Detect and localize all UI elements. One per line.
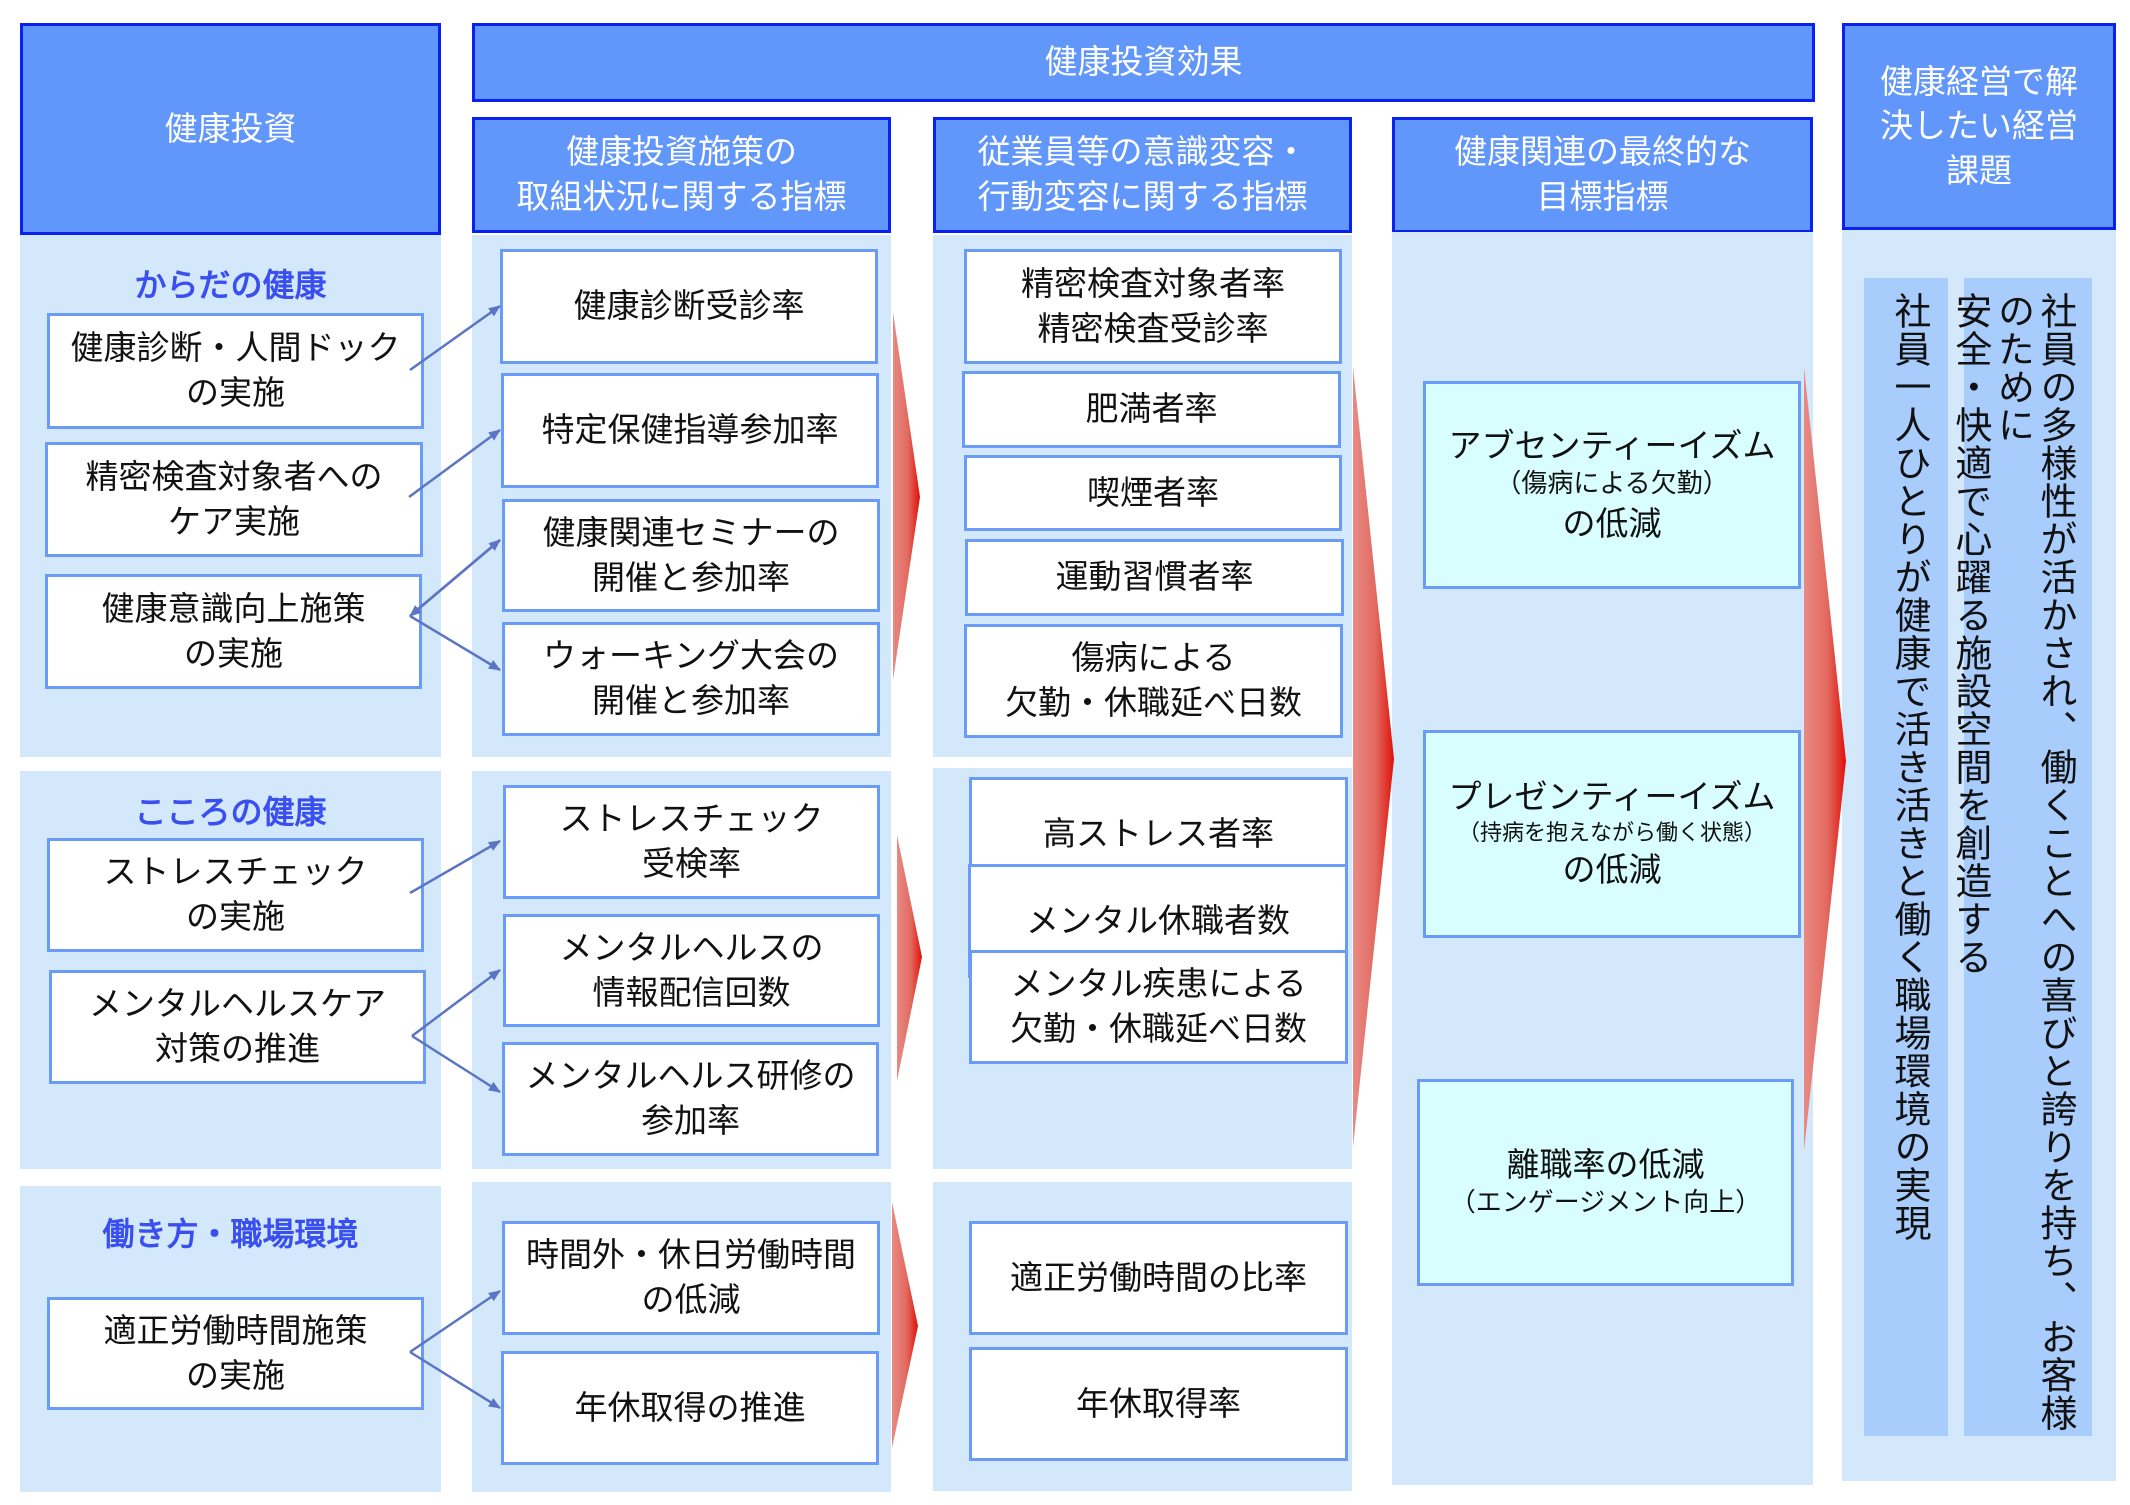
header-management-issue: 健康経営で解 決したい経営 課題: [1842, 23, 2116, 230]
flow-arrow-body-measures: [893, 312, 920, 680]
behavior-item: メンタル疾患による 欠勤・休職延べ日数: [969, 950, 1348, 1064]
measure-item: 年休取得の推進: [501, 1351, 879, 1465]
goal-note: （傷病による欠勤）: [1495, 469, 1729, 500]
behavior-item: 運動習慣者率: [965, 539, 1344, 616]
measure-item: ストレスチェック 受検率: [503, 785, 880, 899]
measure-item: 特定保健指導参加率: [501, 373, 879, 488]
behavior-item: 適正労働時間の比率: [969, 1221, 1348, 1335]
header-investment-effect: 健康投資効果: [472, 23, 1815, 102]
goal-suffix: の低減: [1562, 503, 1662, 543]
issue-wellbeing-text: 社員一人ひとりが健康で活き活きと働く職場環境の実現: [1888, 292, 1931, 1242]
flow-arrow-behavior-goals: [1353, 367, 1394, 1147]
goal-absenteeism: アブセンティーイズム （傷病による欠勤） の低減: [1423, 381, 1801, 589]
behavior-item: 年休取得率: [969, 1347, 1348, 1461]
flow-arrow-work-measures: [892, 1202, 918, 1448]
measure-item: メンタルヘルスの 情報配信回数: [503, 914, 880, 1027]
goal-presenteeism: プレゼンティーイズム （持病を抱えながら働く状態） の低減: [1423, 730, 1801, 938]
measure-item: 健康関連セミナーの 開催と参加率: [502, 499, 880, 612]
goal-title: アブセンティーイズム: [1448, 425, 1776, 465]
category-work-environment: 働き方・職場環境: [102, 1215, 359, 1253]
category-body-health: からだの健康: [134, 266, 327, 304]
goal-title: プレゼンティーイズム: [1448, 777, 1776, 817]
issue-wellbeing: 社員一人ひとりが健康で活き活きと働く職場環境の実現: [1864, 278, 1948, 1436]
investment-item: ストレスチェック の実施: [47, 838, 424, 952]
goal-title: 離職率の低減: [1506, 1144, 1705, 1184]
category-mind-health: こころの健康: [134, 793, 327, 831]
flow-arrow-mind-measures: [897, 835, 922, 1081]
measure-item: 健康診断受診率: [500, 249, 878, 364]
header-final-goals: 健康関連の最終的な 目標指標: [1392, 117, 1813, 233]
measure-item: メンタルヘルス研修の 参加率: [502, 1042, 879, 1156]
issue-diversity-text: 社員の多様性が活かされ、働くことへの喜びと誇りを持ち、お客様のために 安全・快適…: [1948, 292, 2077, 1432]
measure-item: 時間外・休日労働時間 の低減: [502, 1221, 880, 1335]
header-behavior: 従業員等の意識変容・ 行動変容に関する指標: [933, 117, 1352, 233]
investment-item: 適正労働時間施策 の実施: [47, 1297, 424, 1410]
measure-item: ウォーキング大会の 開催と参加率: [502, 622, 880, 736]
behavior-item: 傷病による 欠勤・休職延べ日数: [964, 624, 1343, 738]
goal-note: （エンゲージメント向上）: [1449, 1188, 1762, 1219]
behavior-item: 喫煙者率: [964, 455, 1342, 531]
investment-item: メンタルヘルスケア 対策の推進: [49, 970, 426, 1084]
issue-diversity: 社員の多様性が活かされ、働くことへの喜びと誇りを持ち、お客様のために 安全・快適…: [1949, 278, 2092, 1436]
header-health-investment: 健康投資: [20, 23, 441, 235]
behavior-item: 精密検査対象者率 精密検査受診率: [964, 249, 1342, 364]
header-measures: 健康投資施策の 取組状況に関する指標: [472, 117, 891, 233]
behavior-item: 肥満者率: [962, 371, 1341, 448]
investment-item: 健康診断・人間ドック の実施: [47, 313, 424, 429]
investment-item: 健康意識向上施策 の実施: [45, 574, 422, 689]
goal-note: （持病を抱えながら働く状態）: [1457, 821, 1766, 847]
goal-turnover: 離職率の低減 （エンゲージメント向上）: [1417, 1079, 1794, 1286]
goal-suffix: の低減: [1562, 849, 1662, 889]
investment-item: 精密検査対象者への ケア実施: [45, 442, 423, 557]
